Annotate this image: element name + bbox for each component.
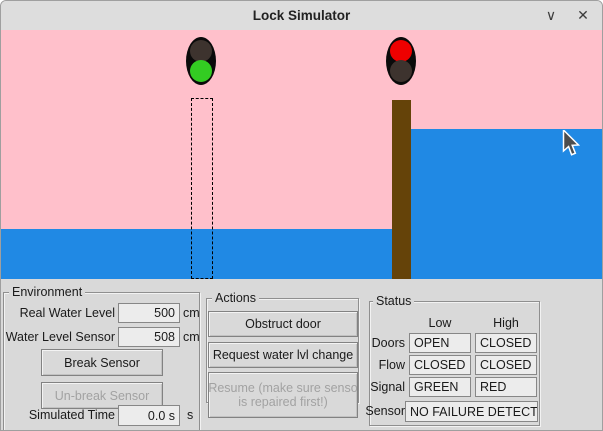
high-side-water [411,129,602,279]
simulated-time-value: 0.0 s [147,408,175,423]
high-side-signal-light [386,37,416,85]
request-water-level-change-button[interactable]: Request water lvl change [208,342,358,368]
mouse-cursor-icon [562,130,580,156]
actions-group-label: Actions [212,291,259,305]
control-panel: Environment Real Water Level 500 cm Wate… [1,279,602,430]
status-group [369,301,540,426]
status-column-high: High [493,316,519,330]
window-title: Lock Simulator [252,8,351,23]
status-row-label-sensor: Sensor [365,404,405,418]
title-bar: Lock Simulator ∨ ✕ [1,1,602,30]
status-signal-low-field: GREEN [409,377,471,397]
status-group-label: Status [373,294,415,308]
low-side-signal-light [186,37,216,85]
environment-group-label: Environment [9,285,86,299]
status-doors-high-field: CLOSED [475,333,537,353]
minimize-icon[interactable]: ∨ [545,7,557,23]
water-level-sensor-label: Water Level Sensor [5,330,115,344]
close-icon[interactable]: ✕ [577,7,589,23]
status-flow-low-field: CLOSED [409,355,471,375]
status-sensor-field: NO FAILURE DETECTED [405,401,538,422]
environment-group [3,292,200,430]
real-water-level-value: 500 [154,306,175,320]
status-sensor-value: NO FAILURE DETECTED [410,404,538,419]
high-signal-red-lamp-on [390,40,412,62]
obstruct-door-button-label: Obstruct door [245,317,321,331]
low-signal-red-lamp-off [190,40,212,62]
low-door-open-outline [191,98,213,279]
water-level-sensor-field[interactable]: 508 [118,327,180,347]
status-signal-high-value: RED [480,380,507,394]
real-water-level-label: Real Water Level [19,306,115,320]
status-row-label-doors: Doors [371,336,405,350]
break-sensor-button-label: Break Sensor [64,355,140,370]
status-column-low: Low [428,316,452,330]
break-sensor-button[interactable]: Break Sensor [41,349,163,376]
status-doors-low-field: OPEN [409,333,471,353]
unbreak-sensor-button-label: Un-break Sensor [54,388,150,403]
status-row-label-flow: Flow [378,358,405,372]
high-signal-green-lamp-off [390,60,412,82]
resume-button-label-line2: is repaired first!) [238,395,328,409]
status-row-label-signal: Signal [370,380,405,394]
status-flow-high-value: CLOSED [480,358,532,372]
unbreak-sensor-button[interactable]: Un-break Sensor [41,382,163,409]
simulated-time-label: Simulated Time [28,408,115,422]
simulated-time-field: 0.0 s [118,405,180,426]
resume-button[interactable]: Resume (make sure senso is repaired firs… [208,372,358,418]
low-side-water [1,229,392,279]
request-water-level-change-label: Request water lvl change [212,348,354,362]
real-water-level-field[interactable]: 500 [118,303,180,323]
obstruct-door-button[interactable]: Obstruct door [208,311,358,337]
lock-canvas [1,30,602,279]
status-doors-low-value: OPEN [414,336,450,350]
high-door-closed [392,100,411,279]
water-level-sensor-unit: cm [183,330,200,344]
simulated-time-unit: s [187,408,194,422]
status-flow-high-field: CLOSED [475,355,537,375]
status-signal-high-field: RED [475,377,537,397]
real-water-level-unit: cm [183,306,200,320]
low-signal-green-lamp-on [190,60,212,82]
status-flow-low-value: CLOSED [414,358,466,372]
status-signal-low-value: GREEN [414,380,459,394]
water-level-sensor-value: 508 [154,330,175,344]
resume-button-label-line1: Resume (make sure senso [208,381,358,395]
status-doors-high-value: CLOSED [480,336,532,350]
